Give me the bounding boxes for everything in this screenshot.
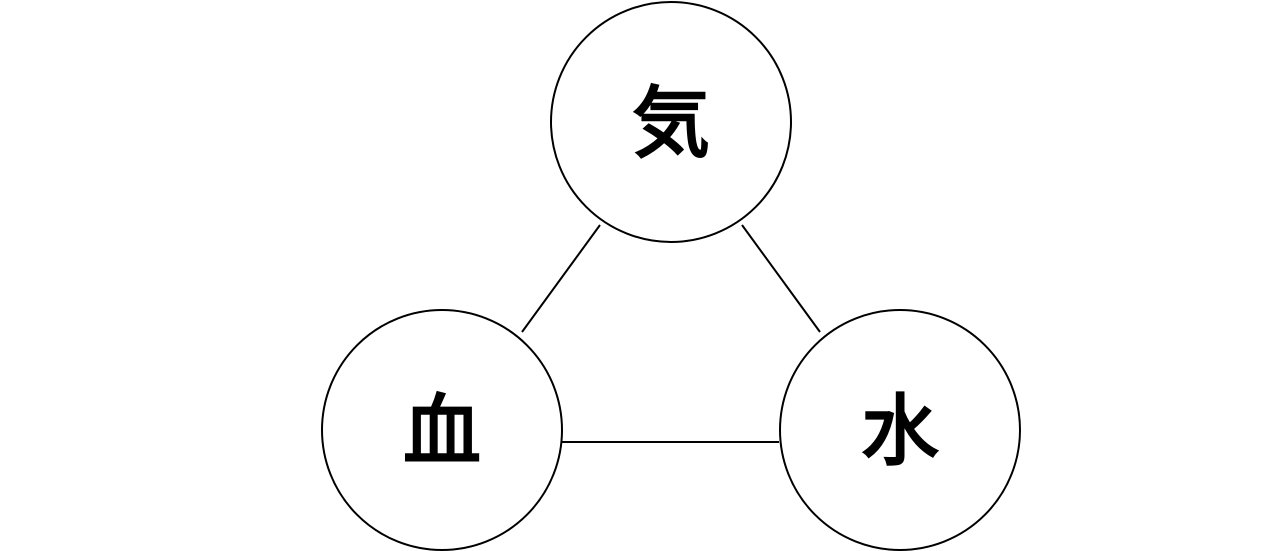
node-sui: 水	[779, 309, 1021, 551]
node-ketsu: 血	[321, 309, 563, 551]
node-ki-label: 気	[632, 79, 710, 169]
edge-ki-ketsu	[521, 224, 601, 333]
edge-ki-sui	[741, 224, 821, 333]
node-sui-circle	[779, 309, 1021, 551]
node-ki-circle	[550, 1, 792, 243]
node-ki: 気	[550, 1, 792, 243]
node-ketsu-circle	[321, 309, 563, 551]
node-ketsu-label: 血	[403, 387, 481, 477]
node-sui-label: 水	[861, 387, 940, 477]
